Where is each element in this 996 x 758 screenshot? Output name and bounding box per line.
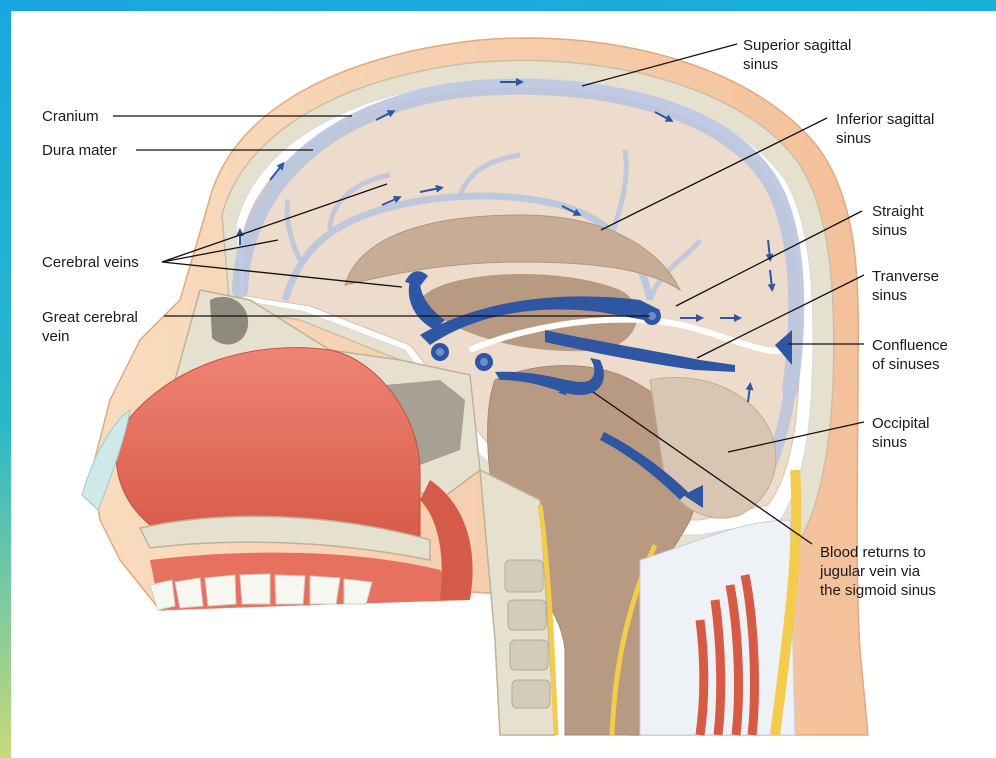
- label-cerebral-veins: Cerebral veins: [42, 253, 139, 272]
- label-cranium: Cranium: [42, 107, 99, 126]
- label-transverse-sinus: Tranverse sinus: [872, 267, 939, 305]
- label-great-cerebral-vein: Great cerebral vein: [42, 308, 138, 346]
- label-superior-sagittal-sinus: Superior sagittal sinus: [743, 36, 851, 74]
- label-straight-sinus: Straight sinus: [872, 202, 924, 240]
- label-inferior-sagittal-sinus: Inferior sagittal sinus: [836, 110, 934, 148]
- label-blood-returns: Blood returns to jugular vein via the si…: [820, 543, 936, 600]
- label-confluence-of-sinuses: Confluence of sinuses: [872, 336, 948, 374]
- label-occipital-sinus: Occipital sinus: [872, 414, 930, 452]
- label-dura-mater: Dura mater: [42, 141, 117, 160]
